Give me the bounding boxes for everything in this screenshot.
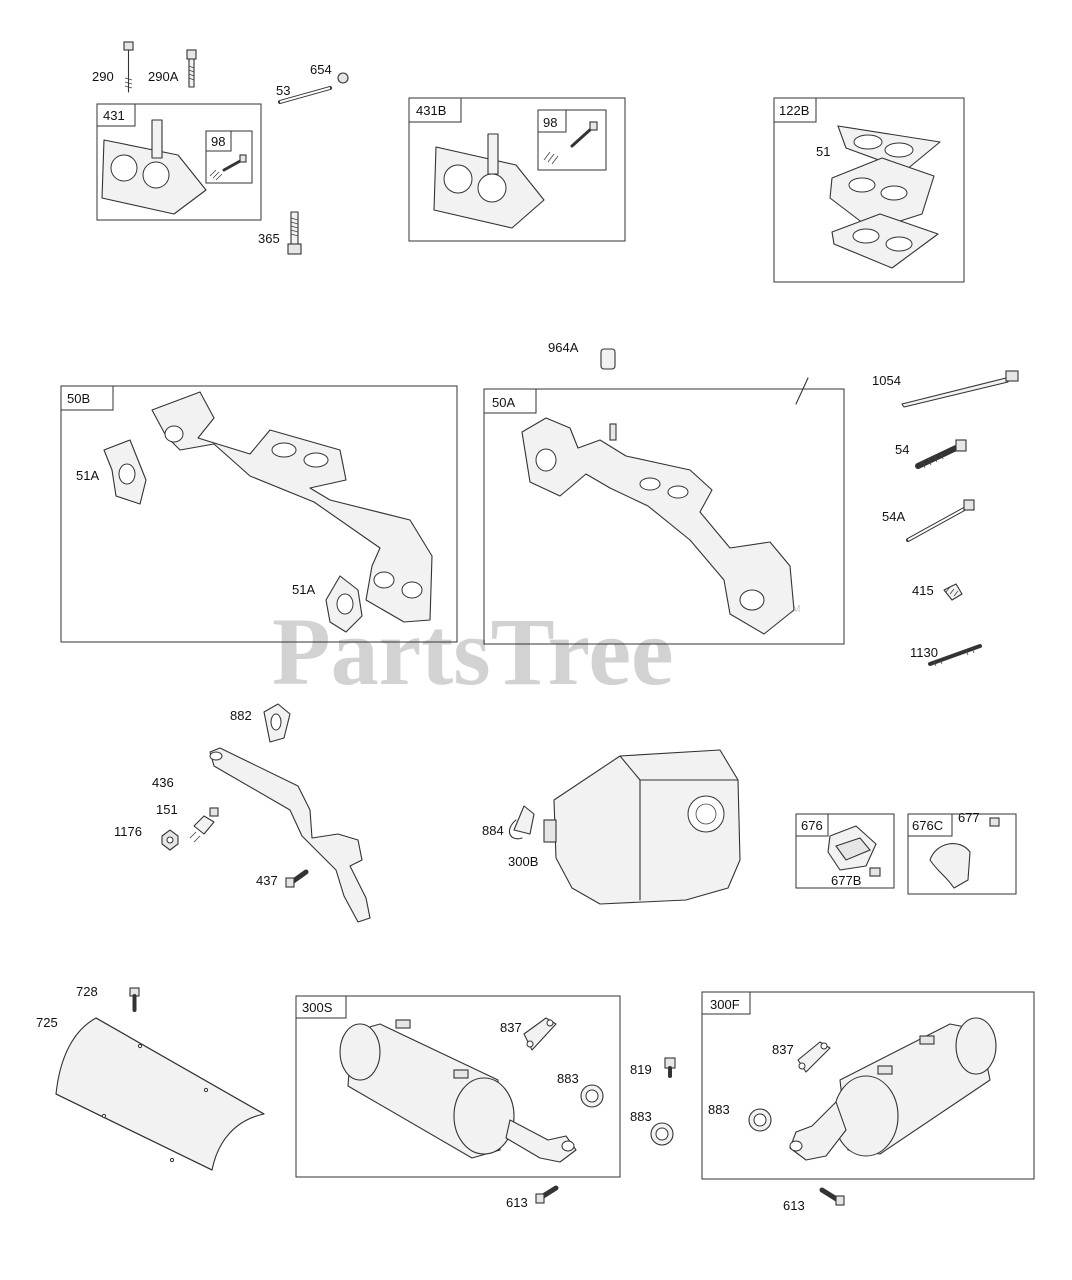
- part-365-bolt[interactable]: [287, 211, 302, 255]
- part-300f-muffler[interactable]: [789, 1017, 997, 1161]
- callout-964a: 964A: [548, 340, 579, 355]
- part-728-screw[interactable]: [129, 987, 140, 1012]
- part-676-spark-arrestor[interactable]: [827, 825, 877, 871]
- callout-437: 437: [256, 873, 278, 888]
- group-676c-label: 676C: [912, 818, 943, 833]
- group-98b-label: 98: [543, 115, 557, 130]
- part-436-tube[interactable]: [209, 747, 371, 923]
- callout-365: 365: [258, 231, 280, 246]
- part-54-bolt[interactable]: [915, 439, 967, 469]
- group-50a-label: 50A: [492, 395, 515, 410]
- part-677b-screw[interactable]: [869, 867, 881, 877]
- part-884-bracket[interactable]: [508, 805, 535, 840]
- part-290a-bolt[interactable]: [186, 49, 197, 88]
- part-54a-bolt[interactable]: [906, 499, 975, 542]
- callout-300b: 300B: [508, 854, 538, 869]
- callout-883-1: 883: [557, 1071, 579, 1086]
- part-613-screw-1[interactable]: [535, 1185, 559, 1204]
- group-300s-label: 300S: [302, 1000, 333, 1015]
- group-50a: 50A: [483, 377, 845, 645]
- group-431: 431 98: [96, 103, 262, 221]
- callout-882: 882: [230, 708, 252, 723]
- part-883-clamp-3[interactable]: [748, 1108, 772, 1132]
- callout-1130: 1130: [910, 645, 938, 660]
- part-654-nut[interactable]: [337, 72, 349, 84]
- part-725-heat-shield[interactable]: [55, 1017, 265, 1171]
- part-151-fitting[interactable]: [189, 807, 219, 843]
- callout-725: 725: [36, 1015, 58, 1030]
- group-300f: 300F 837 883: [701, 991, 1035, 1180]
- part-300s-muffler[interactable]: [339, 1019, 577, 1163]
- group-431-label: 431: [103, 108, 125, 123]
- callout-677: 677: [958, 810, 980, 825]
- callout-415: 415: [912, 583, 934, 598]
- callout-51a-2: 51A: [292, 582, 315, 597]
- group-98a-label: 98: [211, 134, 225, 149]
- group-676: 676 677B: [795, 813, 895, 889]
- group-300s: 300S 837 883: [295, 995, 621, 1178]
- callout-613-2: 613: [783, 1198, 805, 1213]
- callout-837-2: 837: [772, 1042, 794, 1057]
- part-290-bolt[interactable]: [123, 41, 134, 93]
- callout-290a: 290A: [148, 69, 179, 84]
- callout-819: 819: [630, 1062, 652, 1077]
- group-431b-label: 431B: [416, 103, 446, 118]
- callout-436: 436: [152, 775, 174, 790]
- part-613-screw-2[interactable]: [819, 1187, 845, 1206]
- part-1176-nut[interactable]: [161, 829, 179, 851]
- part-51a-gasket-2[interactable]: [325, 575, 363, 633]
- part-51-spacer[interactable]: [829, 157, 935, 231]
- group-676-label: 676: [801, 818, 823, 833]
- callout-1176: 1176: [114, 824, 142, 839]
- callout-51a-1: 51A: [76, 468, 99, 483]
- part-431b-adapter[interactable]: [433, 133, 545, 229]
- part-882-gasket[interactable]: [263, 703, 291, 743]
- part-51-gasket-top[interactable]: [837, 125, 941, 171]
- callout-290: 290: [92, 69, 114, 84]
- part-300b-muffler[interactable]: [543, 749, 741, 905]
- callout-728: 728: [76, 984, 98, 999]
- callout-54: 54: [895, 442, 909, 457]
- part-98-screw-spring[interactable]: [209, 154, 247, 181]
- part-883-clamp-1[interactable]: [580, 1084, 604, 1108]
- part-98-screw-spring-b[interactable]: [543, 121, 598, 165]
- callout-883-2: 883: [630, 1109, 652, 1124]
- callout-1054: 1054: [872, 373, 901, 388]
- part-1130-stud[interactable]: [928, 644, 982, 667]
- part-837-bracket-2[interactable]: [797, 1041, 831, 1073]
- part-51-gasket-bottom[interactable]: [831, 213, 939, 269]
- group-122b: 122B 51: [773, 97, 965, 283]
- callout-51: 51: [816, 144, 830, 159]
- callout-837-1: 837: [500, 1020, 522, 1035]
- part-415-plug[interactable]: [943, 583, 963, 601]
- callout-654: 654: [310, 62, 332, 77]
- part-883-clamp-2[interactable]: [650, 1122, 674, 1146]
- group-50b: 50B 51A 51A: [60, 385, 458, 643]
- part-50b-manifold[interactable]: [151, 391, 433, 623]
- group-676c: 676C 677: [907, 810, 1017, 895]
- group-431b: 431B 98: [408, 97, 626, 242]
- part-51a-gasket-1[interactable]: [103, 439, 147, 505]
- callout-884: 884: [482, 823, 504, 838]
- part-677-screw[interactable]: [989, 817, 1000, 827]
- part-964a-sleeve[interactable]: [600, 348, 616, 370]
- callout-883-3: 883: [708, 1102, 730, 1117]
- part-437-screw[interactable]: [285, 869, 309, 888]
- part-50a-manifold[interactable]: [521, 417, 795, 635]
- callout-151: 151: [156, 802, 178, 817]
- callout-54a: 54A: [882, 509, 905, 524]
- group-122b-label: 122B: [779, 103, 809, 118]
- callout-53: 53: [276, 83, 290, 98]
- part-837-bracket-1[interactable]: [523, 1017, 557, 1051]
- callout-613-1: 613: [506, 1195, 528, 1210]
- part-53-stud[interactable]: [278, 86, 332, 104]
- part-676c-deflector[interactable]: [929, 843, 971, 889]
- callout-677b: 677B: [831, 873, 861, 888]
- group-50b-label: 50B: [67, 391, 90, 406]
- group-300f-label: 300F: [710, 997, 740, 1012]
- part-1054-cable-tie[interactable]: [901, 370, 1019, 408]
- part-819-screw[interactable]: [664, 1057, 676, 1078]
- part-431-adapter[interactable]: [101, 119, 207, 215]
